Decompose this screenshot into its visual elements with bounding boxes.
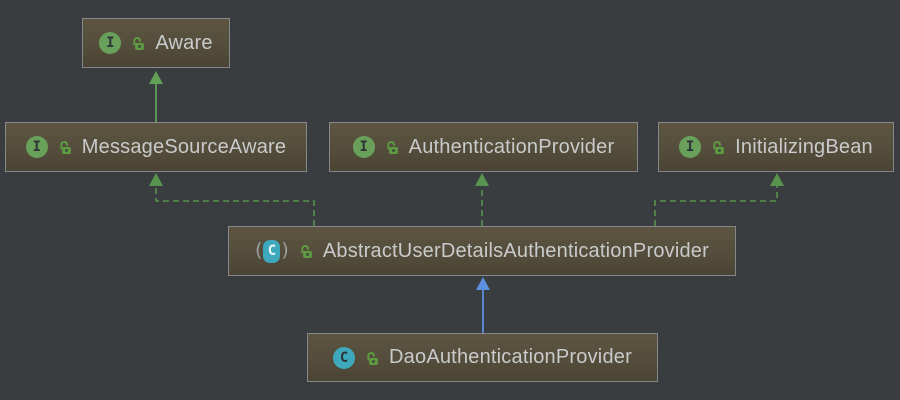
node-abstract-user-details-authentication-provider[interactable]: (C) AbstractUserDetailsAuthenticationProv… [228, 226, 736, 276]
interface-icon: I [25, 136, 48, 158]
public-unlocked-icon [60, 141, 71, 154]
node-label: DaoAuthenticationProvider [389, 346, 632, 368]
interface-icon: I [679, 136, 702, 158]
public-unlocked-icon [301, 245, 312, 258]
abstract-class-icon: (C) [255, 238, 289, 263]
node-label: Aware [155, 31, 213, 54]
node-label: AuthenticationProvider [408, 135, 615, 158]
node-authentication-provider[interactable]: I AuthenticationProvider [329, 122, 638, 172]
node-label: InitializingBean [735, 135, 873, 158]
public-unlocked-icon [367, 351, 378, 365]
public-unlocked-icon [387, 141, 398, 154]
class-icon: C [333, 346, 356, 369]
node-aware[interactable]: I Aware [82, 18, 230, 68]
public-unlocked-icon [713, 141, 724, 154]
interface-icon: I [352, 136, 375, 158]
public-unlocked-icon [133, 37, 145, 50]
node-label: MessageSourceAware [81, 135, 287, 158]
node-dao-authentication-provider[interactable]: C DaoAuthenticationProvider [307, 333, 658, 382]
interface-icon: I [99, 32, 122, 54]
node-message-source-aware[interactable]: I MessageSourceAware [5, 122, 307, 172]
node-label: AbstractUserDetailsAuthenticationProvide… [322, 239, 709, 262]
node-initializing-bean[interactable]: I InitializingBean [658, 122, 894, 172]
